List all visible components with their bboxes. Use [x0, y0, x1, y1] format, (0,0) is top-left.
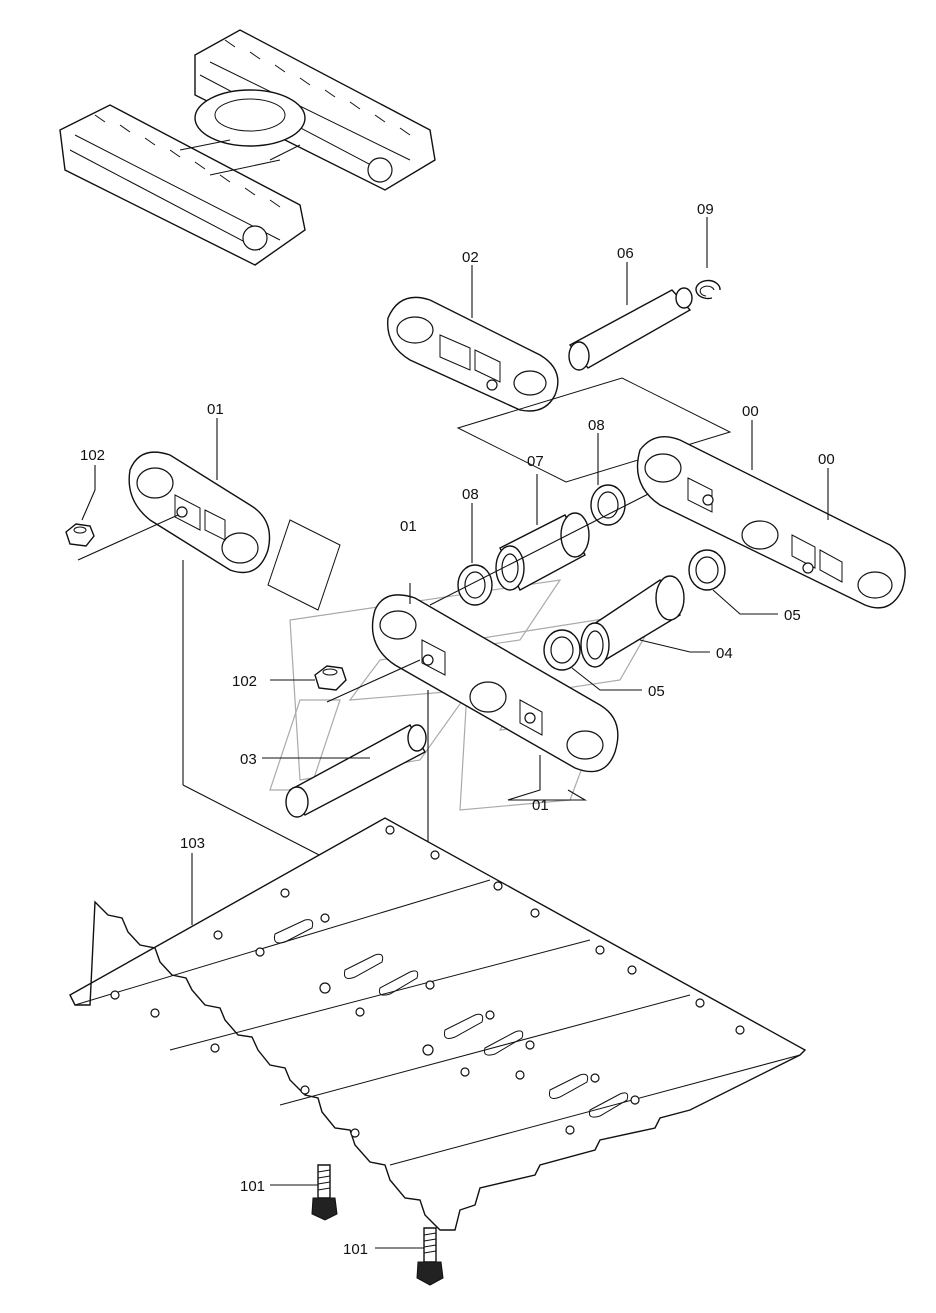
- crawler-undercarriage-illustration: [59, 29, 436, 266]
- label-09: 09: [697, 201, 714, 218]
- part-03-track-pin: [262, 724, 427, 818]
- part-09-snap-ring: [695, 217, 721, 300]
- label-102-center: 102: [232, 673, 257, 690]
- part-01-link-left: [128, 418, 271, 574]
- part-00-link-assembly: [636, 420, 906, 609]
- label-08-left: 08: [462, 486, 479, 503]
- label-01-lower: 01: [532, 797, 549, 814]
- label-01-upper-left: 01: [207, 401, 224, 418]
- label-01-center: 01: [400, 518, 417, 535]
- leader-line-left-diag: [182, 784, 326, 859]
- part-04-bushing: [580, 575, 710, 668]
- link-guide-outline: [267, 519, 341, 611]
- part-08-seal-right: [590, 433, 626, 526]
- part-02-master-link: [386, 265, 559, 412]
- part-06-master-pin: [568, 262, 693, 371]
- label-103: 103: [180, 835, 205, 852]
- part-103-track-shoes: [69, 817, 807, 1231]
- label-05-lower: 05: [648, 683, 665, 700]
- part-number-labels: 09 06 02 01 102 08 07 08 00 00 01 05 04 …: [80, 201, 835, 1258]
- label-06: 06: [617, 245, 634, 262]
- label-102-left: 102: [80, 447, 105, 464]
- label-03: 03: [240, 751, 257, 768]
- label-08-right: 08: [588, 417, 605, 434]
- part-101-bolt-lower: [375, 1227, 444, 1286]
- label-02: 02: [462, 249, 479, 266]
- label-04: 04: [716, 645, 733, 662]
- part-101-bolt-upper: [270, 1164, 338, 1221]
- assembly-axis-line: [429, 487, 661, 606]
- part-08-seal-left: [457, 503, 493, 606]
- label-00-right: 00: [818, 451, 835, 468]
- part-05-seal-lower: [543, 629, 642, 691]
- part-102-nut-left: [65, 465, 179, 561]
- label-07: 07: [527, 453, 544, 470]
- label-00-left: 00: [742, 403, 759, 420]
- label-05-upper: 05: [784, 607, 801, 624]
- part-01-link-center: [371, 583, 619, 801]
- part-05-seal-upper: [688, 549, 778, 615]
- label-101-lower: 101: [343, 1241, 368, 1258]
- part-102-nut-center: [270, 659, 421, 703]
- label-101-upper: 101: [240, 1178, 265, 1195]
- part-07-bushing: [495, 474, 590, 591]
- assembly-guide-outline: [456, 377, 732, 483]
